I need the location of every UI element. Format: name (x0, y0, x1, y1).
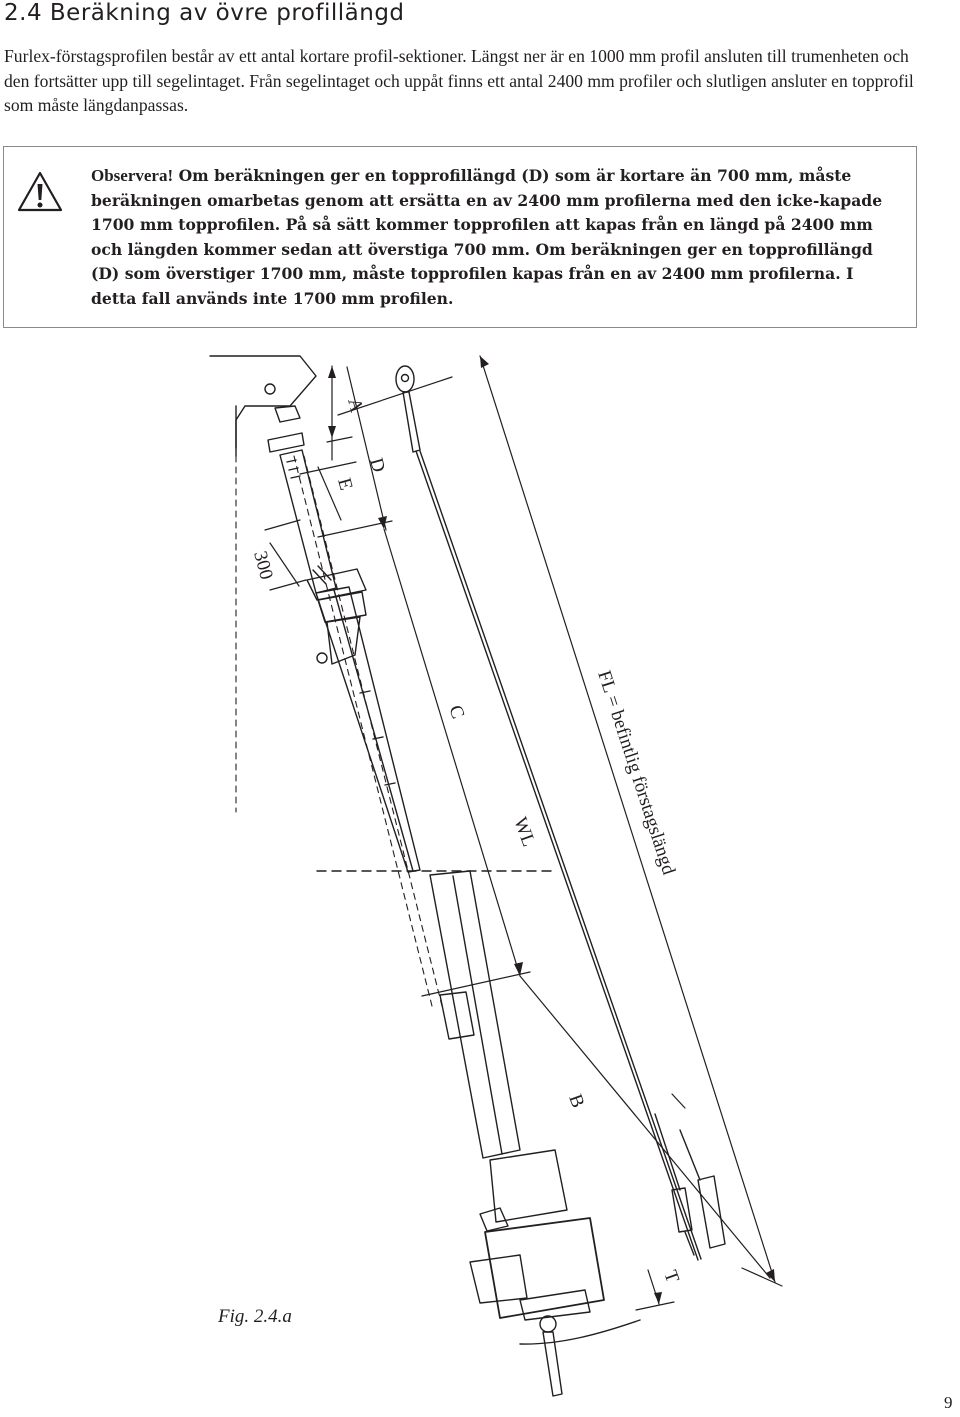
dimension-label-d: D (365, 456, 389, 475)
dimension-label-a: A (343, 396, 367, 415)
figure-caption: Fig. 2.4.a (218, 1306, 292, 1327)
dimension-label-e: E (333, 476, 356, 493)
intro-paragraph: Furlex-förstagsprofilen består av ett an… (4, 46, 914, 115)
bottom-fittings (654, 1113, 726, 1256)
dimension-label-wl: WL (509, 815, 539, 850)
section-title: 2.4 Beräkning av övre profillängd (4, 0, 405, 26)
dimension-label-300: 300 (249, 549, 277, 582)
dimension-label-c: C (444, 703, 468, 722)
warning-box: Observera! Om beräkningen ger en topprof… (3, 146, 917, 328)
furling-drum-unit (469, 1149, 605, 1397)
centerline-guides (235, 455, 444, 1011)
warning-text: Observera! Om beräkningen ger en topprof… (91, 164, 901, 311)
deck-line (519, 1319, 641, 1345)
lower-profile (429, 870, 521, 1159)
dimension-arrows (328, 356, 775, 1304)
warning-triangle-icon (17, 171, 63, 212)
warning-lead: Observera! (91, 166, 174, 185)
page-number: 9 (944, 1393, 953, 1412)
halyard-swivel (306, 565, 367, 665)
upper-profile (267, 432, 421, 873)
masthead-bracket (209, 355, 317, 457)
dimension-label-t: T (659, 1268, 683, 1286)
dimension-lines (264, 355, 783, 1311)
dimension-label-b: B (564, 1092, 588, 1111)
warning-body: Om beräkningen ger en topprofillängd (D)… (91, 166, 883, 308)
